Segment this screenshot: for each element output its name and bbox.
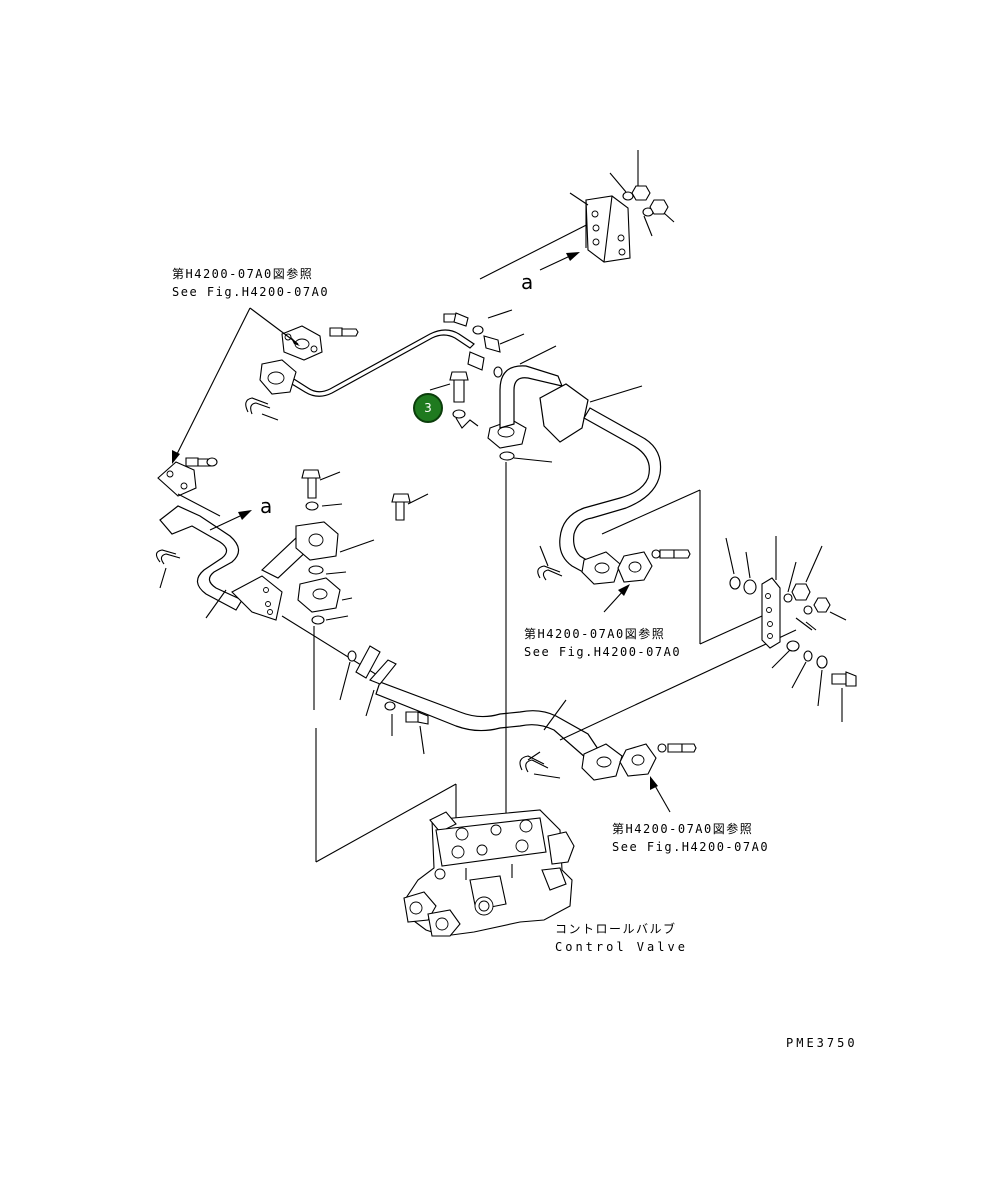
view-marker-upper: a bbox=[521, 270, 534, 294]
view-arrow-upper bbox=[540, 252, 580, 270]
reference-note-2: 第H4200-07A0図参照 See Fig.H4200-07A0 bbox=[524, 625, 681, 661]
reference-note-1: 第H4200-07A0図参照 See Fig.H4200-07A0 bbox=[172, 265, 329, 301]
left-flange-upper bbox=[260, 326, 358, 394]
upper-pipe bbox=[282, 212, 612, 396]
reference-note-2-ja: 第H4200-07A0図参照 bbox=[524, 627, 666, 641]
upper-fasteners bbox=[610, 150, 674, 236]
reference-note-1-ja: 第H4200-07A0図参照 bbox=[172, 267, 314, 281]
reference-note-3-ja: 第H4200-07A0図参照 bbox=[612, 822, 754, 836]
left-upper-flange bbox=[158, 458, 220, 516]
component-label-en: Control Valve bbox=[555, 940, 688, 954]
center-flange-set bbox=[450, 372, 526, 460]
lower-flange-right bbox=[520, 744, 696, 780]
right-flange-mid bbox=[538, 546, 690, 584]
ref-arrow-lower bbox=[650, 776, 670, 812]
ref-arrow-mid bbox=[604, 584, 630, 612]
view-marker-lower: a bbox=[260, 494, 273, 518]
middle-block-set bbox=[262, 470, 428, 624]
right-pipe bbox=[500, 366, 661, 578]
view-arrow-lower bbox=[210, 510, 252, 530]
lower-fasteners bbox=[726, 538, 856, 722]
part-callout[interactable]: 3 bbox=[413, 393, 443, 423]
upper-mid-fasteners bbox=[430, 310, 556, 390]
control-valve bbox=[404, 810, 574, 936]
upper-bracket bbox=[570, 193, 630, 262]
component-label: コントロールバルブ Control Valve bbox=[555, 920, 688, 956]
reference-note-3: 第H4200-07A0図参照 See Fig.H4200-07A0 bbox=[612, 820, 769, 856]
lower-flange-left bbox=[340, 646, 428, 754]
reference-note-1-en: See Fig.H4200-07A0 bbox=[172, 285, 330, 299]
reference-note-2-en: See Fig.H4200-07A0 bbox=[524, 645, 682, 659]
lower-bracket bbox=[602, 490, 780, 648]
reference-note-3-en: See Fig.H4200-07A0 bbox=[612, 840, 770, 854]
u-clip-upper bbox=[246, 398, 278, 420]
component-label-ja: コントロールバルブ bbox=[555, 922, 677, 936]
drawing-code: PME3750 bbox=[786, 1036, 858, 1050]
left-pipe bbox=[156, 506, 282, 620]
ref-leaders-upper bbox=[172, 308, 300, 464]
